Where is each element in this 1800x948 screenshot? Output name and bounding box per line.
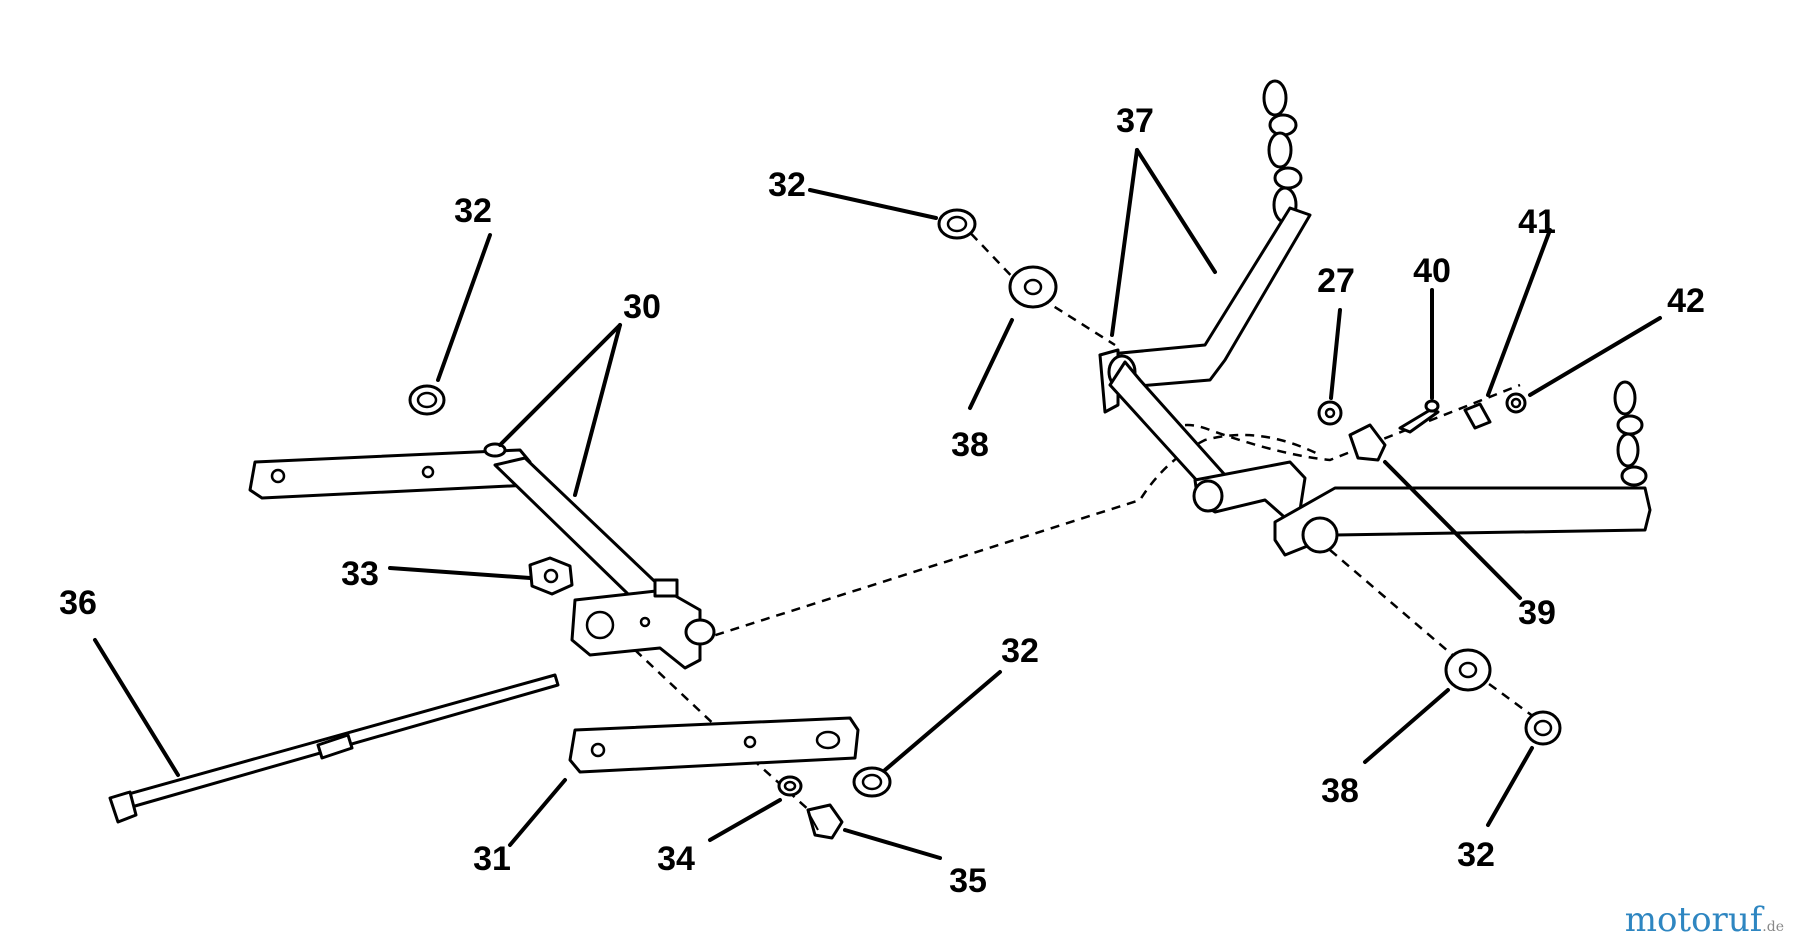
callout-32-lower: 32 <box>1001 632 1039 670</box>
callout-37: 37 <box>1116 102 1154 140</box>
block-39 <box>1348 423 1387 462</box>
callout-38-lower: 38 <box>1321 772 1359 810</box>
callout-39: 39 <box>1518 594 1556 632</box>
watermark-brand: motoruf <box>1624 900 1763 940</box>
pin-40 <box>1398 399 1440 434</box>
lift-arm-upper <box>248 442 532 500</box>
callout-labels: 32 30 33 36 31 34 35 32 32 37 38 27 40 4… <box>59 102 1705 900</box>
callout-34: 34 <box>657 840 695 878</box>
callout-32-upper-left: 32 <box>454 192 492 230</box>
chain-upper <box>1262 79 1303 224</box>
callout-33: 33 <box>341 555 379 593</box>
callout-31: 31 <box>473 840 511 878</box>
bolt-35 <box>806 803 844 840</box>
callout-35: 35 <box>949 862 987 900</box>
callout-27: 27 <box>1317 262 1355 300</box>
washer-38-lower <box>1444 648 1492 692</box>
callout-32-lower-right: 32 <box>1457 836 1495 874</box>
washer-27 <box>1317 400 1343 426</box>
callout-32-upper: 32 <box>768 166 806 204</box>
link-31 <box>568 716 860 774</box>
rod-36 <box>108 673 560 824</box>
washer-32-lower-right <box>1524 710 1562 746</box>
nut-42 <box>1505 392 1527 414</box>
callout-30: 30 <box>623 288 661 326</box>
callout-36: 36 <box>59 584 97 622</box>
hex-nut-33 <box>528 556 574 596</box>
spacer-41 <box>1463 402 1492 430</box>
callout-41: 41 <box>1518 203 1556 241</box>
washer-32-upper-left <box>408 384 446 416</box>
chain-lower <box>1613 380 1648 487</box>
arm-37-lower <box>1273 486 1652 557</box>
nut-34 <box>777 775 803 797</box>
callout-40: 40 <box>1413 252 1451 290</box>
watermark-logo: motoruf.de <box>1625 900 1784 940</box>
washer-32-lower <box>852 766 892 798</box>
pivot-bracket <box>570 578 716 670</box>
watermark-domain: .de <box>1762 919 1784 935</box>
washer-32-upper <box>937 208 977 240</box>
callout-38-upper: 38 <box>951 426 989 464</box>
washer-38-upper <box>1008 265 1058 309</box>
callout-42: 42 <box>1667 282 1705 320</box>
leader-lines <box>93 148 1662 860</box>
